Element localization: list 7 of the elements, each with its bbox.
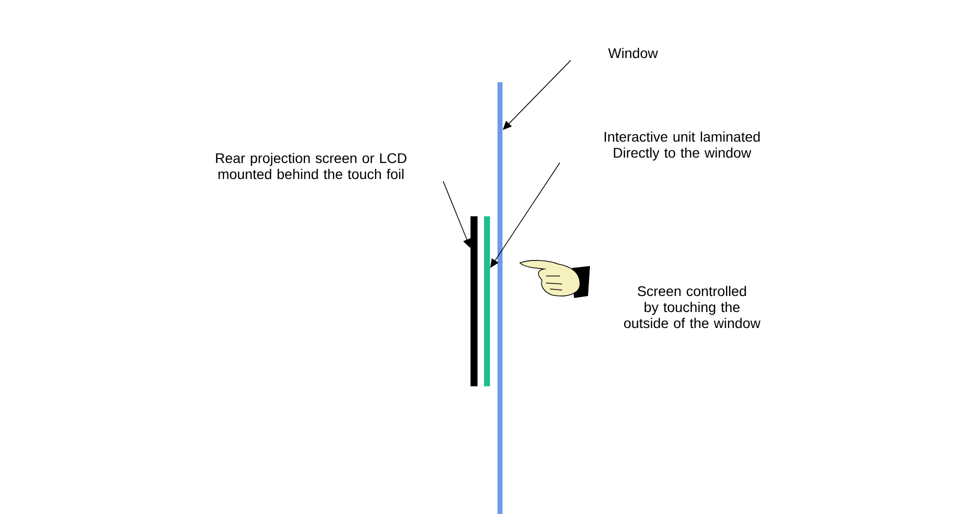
panel-bar: [484, 216, 490, 386]
arrow: [490, 162, 560, 268]
callout-text: Rear projection screen or LCD mounted behind the touch foil: [216, 152, 406, 180]
callout-text: Window: [608, 48, 658, 58]
callout-text: Interactive unit laminated Directly to the window: [604, 131, 760, 161]
note-text: Screen controlled by touching the outside of the window: [624, 286, 760, 328]
panel-bar: [498, 82, 502, 514]
